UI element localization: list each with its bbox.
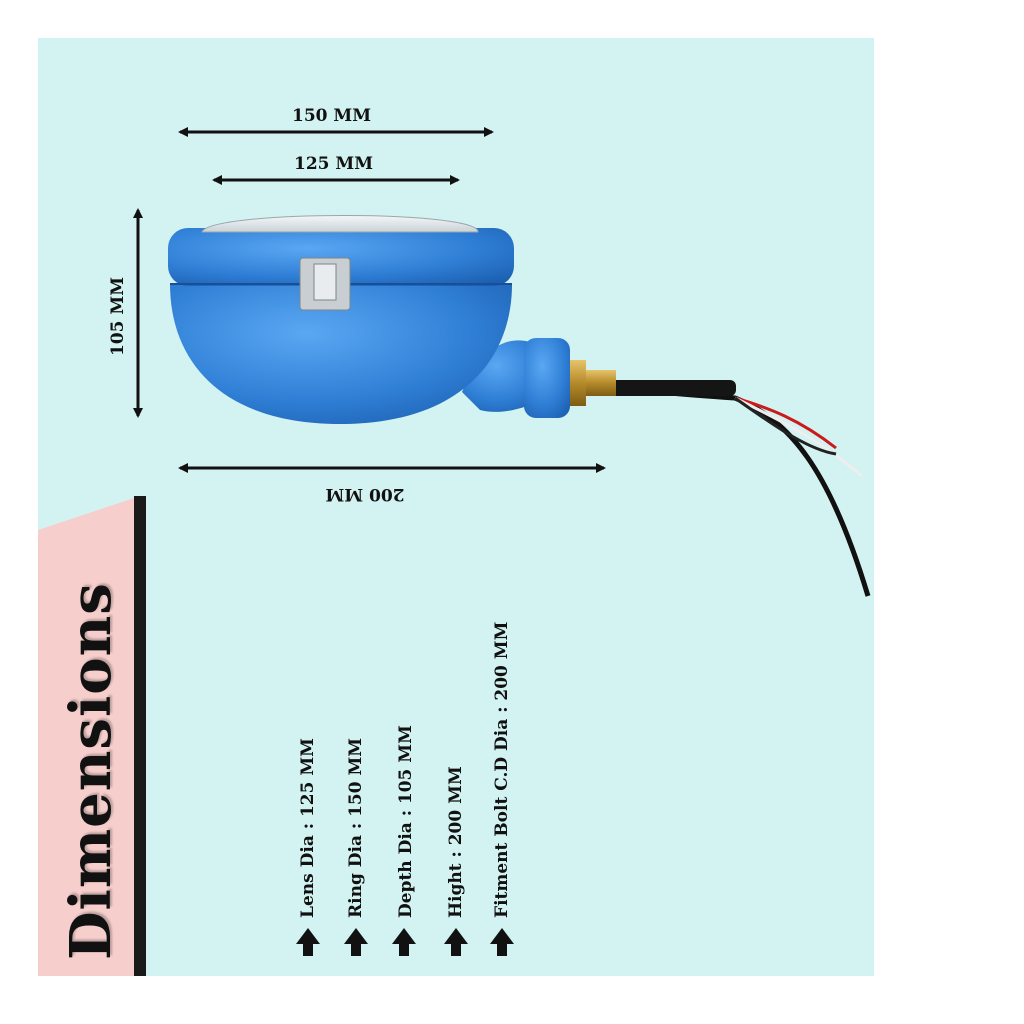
up-arrow-icon xyxy=(296,928,320,956)
title-panel-shadow xyxy=(134,496,146,976)
background-panel xyxy=(38,38,874,976)
spec-lens-dia: Lens Dia : 125 MM xyxy=(298,738,318,918)
spec-ring-dia: Ring Dia : 150 MM xyxy=(346,737,366,918)
spec-hight: Hight : 200 MM xyxy=(446,766,466,918)
page-title: Dimensions xyxy=(58,582,124,960)
spec-fitment-bolt: Fitment Bolt C.D Dia : 200 MM xyxy=(492,621,512,918)
spec-arrows xyxy=(296,928,514,956)
dim-label-200: 200 MM xyxy=(325,484,405,504)
dim-label-105: 105 MM xyxy=(108,276,128,356)
dimension-arrows xyxy=(133,127,606,473)
up-arrow-icon xyxy=(490,928,514,956)
title-panel xyxy=(38,498,134,976)
up-arrow-icon xyxy=(444,928,468,956)
up-arrow-icon xyxy=(344,928,368,956)
lamp-illustration xyxy=(168,215,871,597)
spec-depth-dia: Depth Dia : 105 MM xyxy=(396,725,416,918)
dim-label-125: 125 MM xyxy=(294,154,374,174)
up-arrow-icon xyxy=(392,928,416,956)
dim-label-150: 150 MM xyxy=(292,106,372,126)
